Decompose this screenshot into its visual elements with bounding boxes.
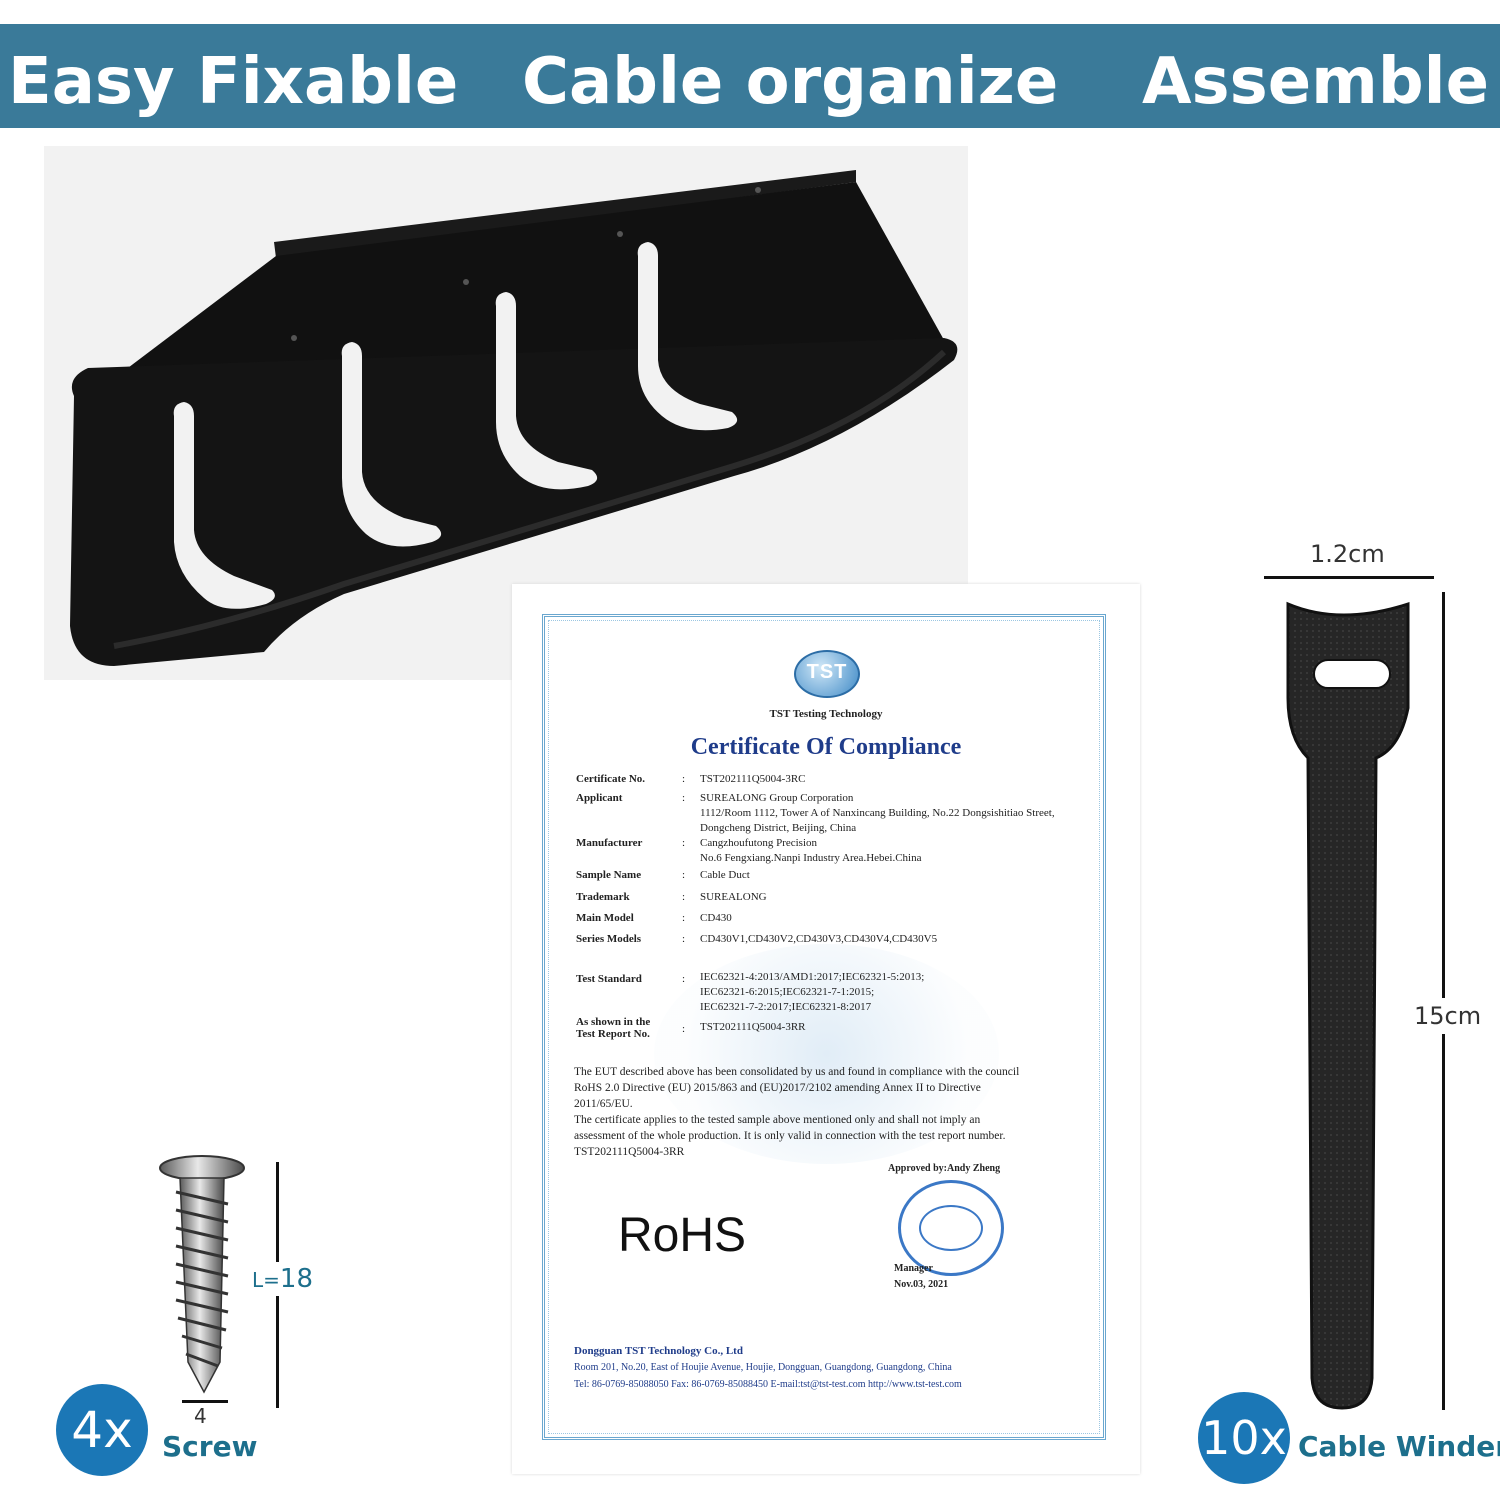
cable-winder-illustration bbox=[1286, 601, 1410, 1410]
rohs-certificate: TST TST Testing Technology Certificate O… bbox=[512, 584, 1140, 1474]
feature-cable-organize: Cable organize bbox=[522, 45, 1059, 119]
winder-width-line bbox=[1264, 576, 1434, 579]
field-separator: : bbox=[682, 773, 686, 785]
field-label: Sample Name bbox=[576, 869, 642, 881]
field-value: CD430V1,CD430V2,CD430V3,CD430V4,CD430V5 bbox=[700, 933, 938, 945]
cable-tray-illustration bbox=[70, 170, 958, 666]
field-label: Manufacturer bbox=[576, 837, 643, 849]
field-separator: : bbox=[682, 933, 686, 945]
certificate-title: Certificate Of Compliance bbox=[690, 734, 962, 760]
field-label: Certificate No. bbox=[576, 773, 646, 785]
field-separator: : bbox=[682, 837, 686, 849]
feature-assemble: Assemble bbox=[1142, 45, 1489, 119]
field-separator: : bbox=[682, 891, 686, 903]
certificate-org-name: TST Testing Technology bbox=[769, 708, 883, 720]
report-number: TST202111Q5004-3RR bbox=[700, 1021, 806, 1033]
certificate-date: Nov.03, 2021 bbox=[894, 1279, 949, 1290]
manager-label: Manager bbox=[894, 1263, 933, 1274]
field-value: SUREALONG Group Corporation bbox=[700, 792, 854, 804]
screw-quantity-badge: 4x bbox=[56, 1384, 148, 1476]
screw-name: Screw bbox=[162, 1430, 258, 1463]
certificate-border bbox=[542, 614, 1106, 1440]
cable-tray-photo bbox=[44, 146, 968, 680]
field-separator: : bbox=[682, 869, 686, 881]
screw-illustration bbox=[159, 1155, 245, 1394]
rohs-mark: RoHS bbox=[618, 1209, 747, 1262]
field-separator: : bbox=[682, 912, 686, 924]
field-value: Dongcheng District, Beijing, China bbox=[700, 822, 857, 834]
field-value: 1112/Room 1112, Tower A of Nanxincang Bu… bbox=[700, 807, 1055, 819]
certificate-inner-border bbox=[548, 620, 1100, 1434]
field-value: TST202111Q5004-3RC bbox=[700, 773, 806, 785]
field-value: SUREALONG bbox=[700, 891, 767, 903]
screw-length-label: L=18 bbox=[252, 1262, 313, 1296]
report-label: As shown in the Test Report No. bbox=[576, 1016, 651, 1041]
tst-logo: TST bbox=[794, 650, 860, 698]
field-value: Cangzhoufutong Precision bbox=[700, 837, 818, 849]
winder-length-label: 15cm bbox=[1414, 998, 1482, 1034]
tst-watermark bbox=[654, 944, 999, 1164]
field-label: Main Model bbox=[576, 912, 634, 924]
screw-diameter-line bbox=[182, 1400, 228, 1403]
field-value: Cable Duct bbox=[700, 869, 750, 881]
test-standard-value: IEC62321-4:2013/AMD1:2017;IEC62321-5:201… bbox=[700, 971, 925, 1013]
footer-company: Dongguan TST Technology Co., Ltd bbox=[574, 1345, 743, 1357]
feature-easy-fixable: Easy Fixable bbox=[8, 45, 459, 119]
field-label: Trademark bbox=[576, 891, 630, 903]
field-label: Applicant bbox=[576, 792, 623, 804]
screw-diameter-label: 4 bbox=[194, 1404, 207, 1428]
approved-by: Approved by:Andy Zheng bbox=[888, 1163, 1001, 1174]
field-label: Series Models bbox=[576, 933, 642, 945]
winder-width-label: 1.2cm bbox=[1310, 540, 1385, 568]
field-value: CD430 bbox=[700, 912, 732, 924]
feature-banner: Easy Fixable Cable organize Assemble bbox=[0, 24, 1500, 128]
winder-name: Cable Winder bbox=[1298, 1430, 1500, 1463]
winder-quantity-badge: 10x bbox=[1198, 1392, 1290, 1484]
field-separator: : bbox=[682, 792, 686, 804]
approval-stamp bbox=[898, 1180, 1004, 1276]
test-standard-label: Test Standard bbox=[576, 973, 642, 985]
footer-contact: Tel: 86-0769-85088050 Fax: 86-0769-85088… bbox=[574, 1379, 962, 1390]
footer-address: Room 201, No.20, East of Houjie Avenue, … bbox=[574, 1362, 952, 1373]
certificate-statement: The EUT described above has been consoli… bbox=[574, 1066, 1020, 1158]
field-value: No.6 Fengxiang.Nanpi Industry Area.Hebei… bbox=[700, 852, 922, 864]
